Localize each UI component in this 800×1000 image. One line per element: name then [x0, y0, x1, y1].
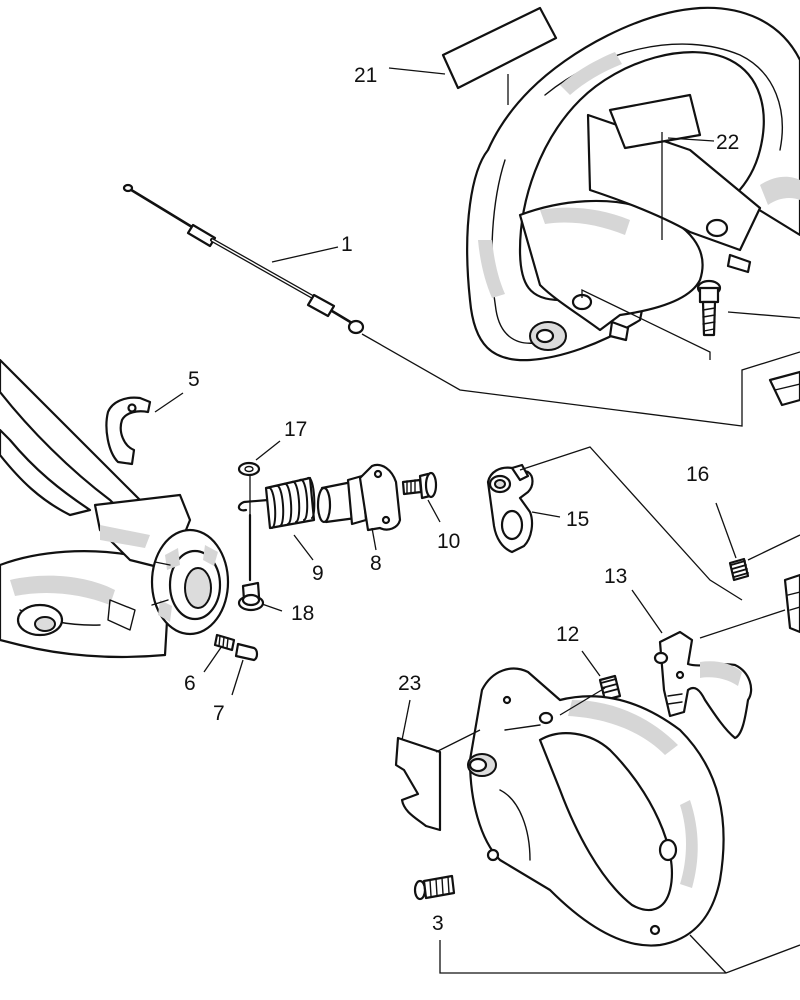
callout-numbers: 21 22 1 5 17 16 15 10 8 9 13 18 12 6 23 … — [184, 64, 739, 935]
callout-5: 5 — [188, 368, 200, 391]
part-22-decal — [608, 93, 702, 150]
callout-15: 15 — [566, 508, 589, 531]
part-18-screw — [237, 581, 265, 612]
right-edge-part — [783, 573, 800, 634]
callout-10: 10 — [437, 530, 460, 553]
part-3-handle-cover — [467, 667, 725, 947]
part-7-cap — [234, 642, 259, 662]
rear-handle-body — [0, 358, 230, 659]
callout-8: 8 — [370, 552, 382, 575]
callout-18: 18 — [291, 602, 314, 625]
callout-17: 17 — [284, 418, 307, 441]
callout-12: 12 — [556, 623, 579, 646]
callout-21: 21 — [354, 64, 377, 87]
part-8-pivot-shaft — [316, 463, 402, 532]
part-16-spring — [728, 557, 750, 582]
callout-13: 13 — [604, 565, 627, 588]
part-13-trigger — [653, 630, 753, 740]
part-17-washer — [237, 461, 261, 477]
handle-bolt — [696, 279, 722, 337]
callout-9: 9 — [312, 562, 324, 585]
callout-16: 16 — [686, 463, 709, 486]
part-21-decal — [441, 6, 558, 90]
part-10-bolt — [401, 471, 438, 500]
callout-1: 1 — [341, 233, 353, 256]
front-handle — [466, 6, 800, 407]
part-5-clip — [105, 396, 152, 466]
part-15-bracket — [486, 463, 534, 554]
part-23-decal — [394, 736, 442, 832]
part-1-throttle-cable — [122, 183, 800, 427]
callout-22: 22 — [716, 131, 739, 154]
callout-6: 6 — [184, 672, 196, 695]
part-6-set-screw — [213, 633, 236, 652]
cover-screw — [413, 874, 456, 901]
callout-7: 7 — [213, 702, 225, 725]
callout-23: 23 — [398, 672, 421, 695]
callout-3: 3 — [432, 912, 444, 935]
leader-lines — [154, 67, 800, 974]
